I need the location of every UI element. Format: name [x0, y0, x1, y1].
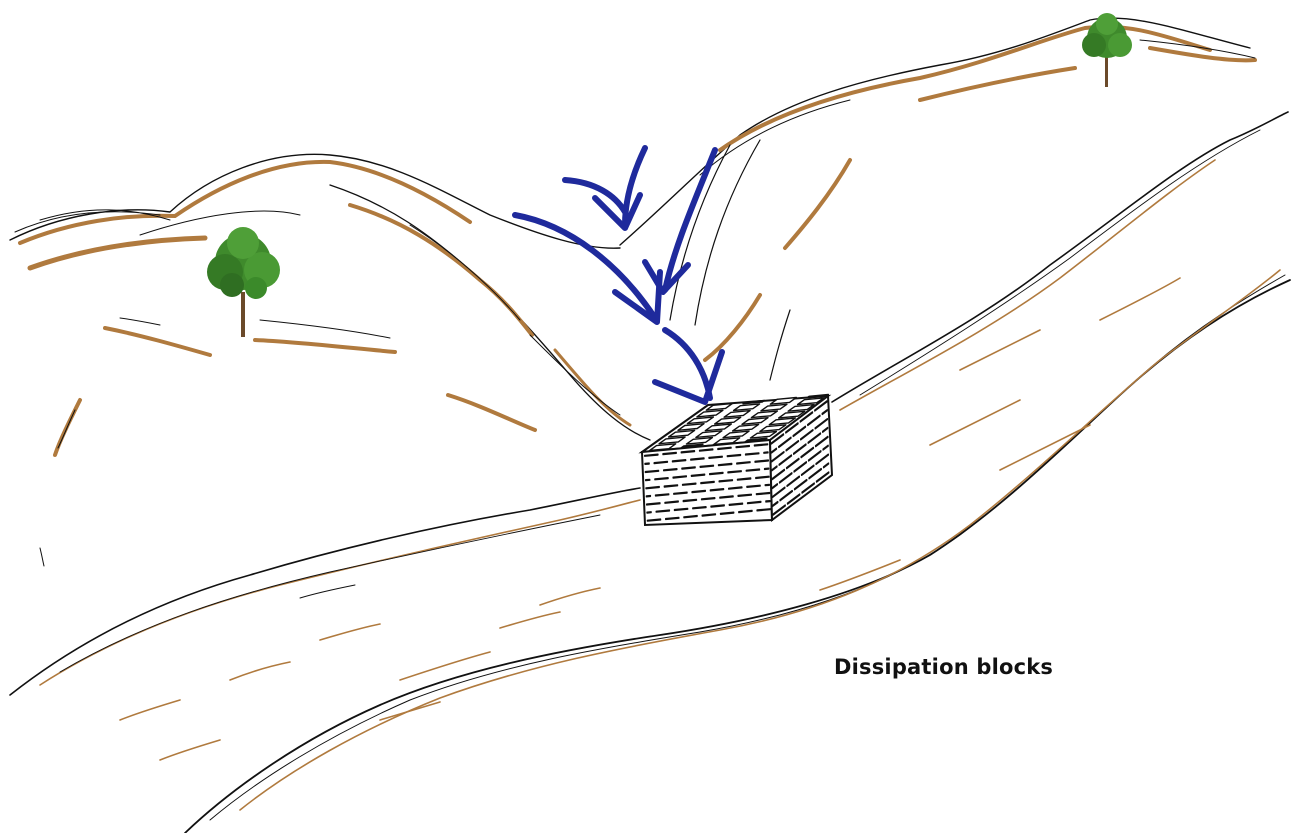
water-flow-arrow-icon: [565, 148, 645, 228]
gully-left-earth: [350, 205, 532, 335]
right-hill-outline: [620, 18, 1250, 245]
left-bank-upper-earth: [40, 500, 640, 685]
left-ink-strokes: [58, 318, 390, 448]
block-stone: [646, 479, 650, 480]
block-stone: [646, 496, 650, 497]
right-hill-earth-2: [920, 48, 1255, 100]
block-stone: [645, 463, 649, 464]
block-stone: [765, 468, 769, 469]
hill-ridges: [10, 18, 1255, 455]
lower-bank: [185, 280, 1290, 833]
block-stone: [766, 501, 770, 502]
tree-icon: [1082, 13, 1132, 87]
block-stone: [765, 484, 769, 485]
left-bank-upper-ink-2: [60, 515, 600, 672]
block-stone: [764, 452, 768, 453]
lower-bank-ink-2: [210, 275, 1285, 820]
dissipation-blocks-label: Dissipation blocks: [834, 655, 1053, 679]
water-flow-arrow-icon: [515, 215, 660, 322]
gully-right-lines: [670, 140, 790, 380]
block-stone: [647, 512, 651, 513]
left-hill-outline: [10, 154, 620, 248]
gully-right-earth: [705, 160, 850, 360]
left-hill-earth-2: [30, 238, 205, 268]
riverbed-ink-dashes: [40, 548, 355, 598]
water-flow-arrows: [515, 148, 722, 402]
water-flow-arrow-icon: [655, 330, 722, 402]
tree-trunk: [241, 292, 245, 337]
right-bank-upper: [832, 112, 1288, 402]
stone-block-icon: [642, 395, 832, 526]
water-flow-arrow-icon: [645, 150, 715, 292]
left-earth-strokes: [55, 328, 535, 455]
right-hill-line-2: [700, 40, 1255, 175]
